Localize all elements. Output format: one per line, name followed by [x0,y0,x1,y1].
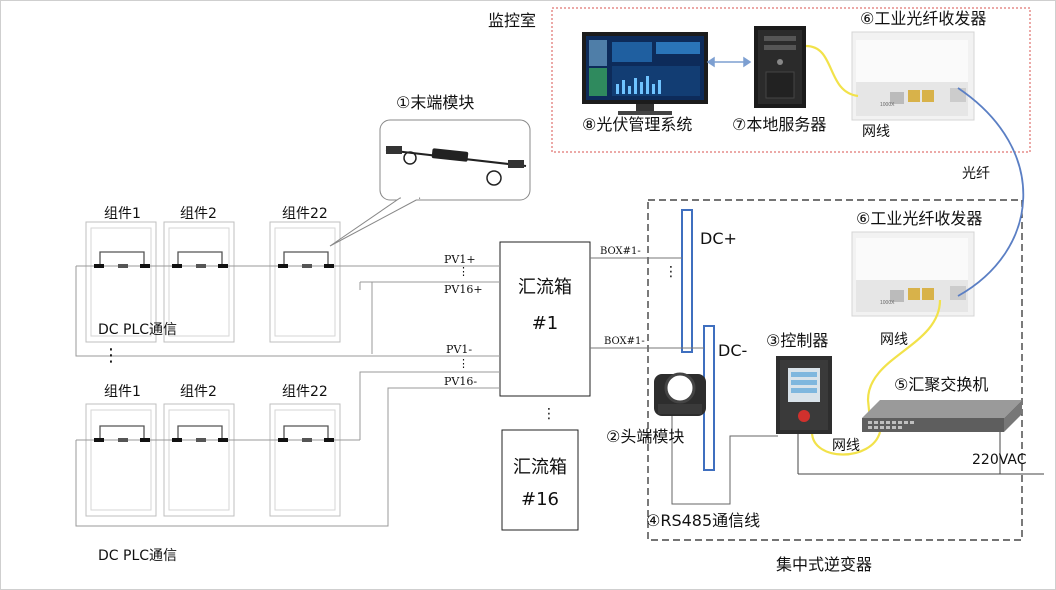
net-label-bottom: 网线 [832,438,860,454]
box-plus-label: BOX#1- [600,246,641,257]
monitor-room-frame [551,7,1031,153]
pv1-plus-label: PV1+ [444,253,476,266]
svg-text:1000X: 1000X [880,102,895,108]
top-plc-label: DC PLC通信 [98,322,178,338]
pv16-minus-label: PV16- [444,375,478,388]
combiner-16-line1: 汇流箱 [513,457,567,478]
monitor-screen [582,32,708,115]
controller-device [776,356,832,434]
monitor-room-label: 监控室 [488,11,537,30]
combiner-1-line2: #1 [531,313,559,334]
aggregation-switch [862,400,1022,432]
pv16-plus-label: PV16+ [444,283,483,296]
pv-array-bottom [85,403,341,517]
fiber-transceiver-mid: 1000X [851,231,975,317]
pv-dots-bottom: ⋮ [458,357,469,370]
inverter-frame [647,199,1023,541]
rs485-line [671,416,778,505]
combiner-16-line2: #16 [521,489,559,510]
bottom-plc-label: DC PLC通信 [98,548,178,564]
fiber-transceiver-top: 1000X [851,31,975,121]
bottom-panel-1-label: 组件1 [104,384,141,400]
server-label: ⑦本地服务器 [732,115,827,134]
pv1-minus-label: PV1- [446,343,473,356]
array-dots: ⋮ [102,345,120,366]
combiner-16-label: 汇流箱 #16 [502,456,578,512]
pv-dots-top: ⋮ [458,265,469,278]
combiner-box-16 [501,429,579,531]
fiber-label: 光纤 [962,166,990,182]
dc-plus-bus [681,209,693,353]
end-module-label: ①末端模块 [396,93,475,112]
top-panel-2-label: 组件2 [180,206,217,222]
string-connectors-bottom [94,438,334,442]
switch-label: ⑤汇聚交换机 [894,375,989,394]
transceiver-mid-label: ⑥工业光纤收发器 [856,209,983,228]
svg-text:1000X: 1000X [880,300,895,306]
fiber-cable [957,87,1025,297]
string-connectors-top [94,264,334,268]
box-minus-label: BOX#1- [604,336,645,347]
head-module-sensor [654,372,706,416]
sync-arrow [706,56,752,68]
inverter-label: 集中式逆变器 [776,555,873,574]
combiner-box-1 [499,241,591,397]
management-system-label: ⑧光伏管理系统 [582,115,693,134]
top-panel-1-label: 组件1 [104,206,141,222]
net-cable-switch [866,299,942,421]
top-panel-22-label: 组件22 [282,206,328,222]
net-cable-controller [810,431,882,456]
dc-minus-label: DC- [718,341,748,360]
net-label-top: 网线 [862,124,890,140]
rs485-label: ④RS485通信线 [646,511,761,530]
bottom-panel-22-label: 组件22 [282,384,328,400]
ac-label: 220VAC [972,452,1027,468]
combiner-1-label: 汇流箱 #1 [500,276,590,336]
combiner-dots: ⋮ [542,406,556,422]
bottom-panel-2-label: 组件2 [180,384,217,400]
net-label-mid: 网线 [880,332,908,348]
bus-dots: ⋮ [664,264,678,280]
pv-array-top [85,221,341,343]
net-cable-server [805,44,859,98]
transceiver-top-label: ⑥工业光纤收发器 [860,9,987,28]
controller-label: ③控制器 [766,331,829,350]
end-module-callout [329,119,531,247]
combiner-1-line1: 汇流箱 [518,277,572,298]
server-tower [754,26,806,108]
dc-plus-label: DC+ [700,229,737,248]
head-module-label: ②头端模块 [606,427,685,446]
